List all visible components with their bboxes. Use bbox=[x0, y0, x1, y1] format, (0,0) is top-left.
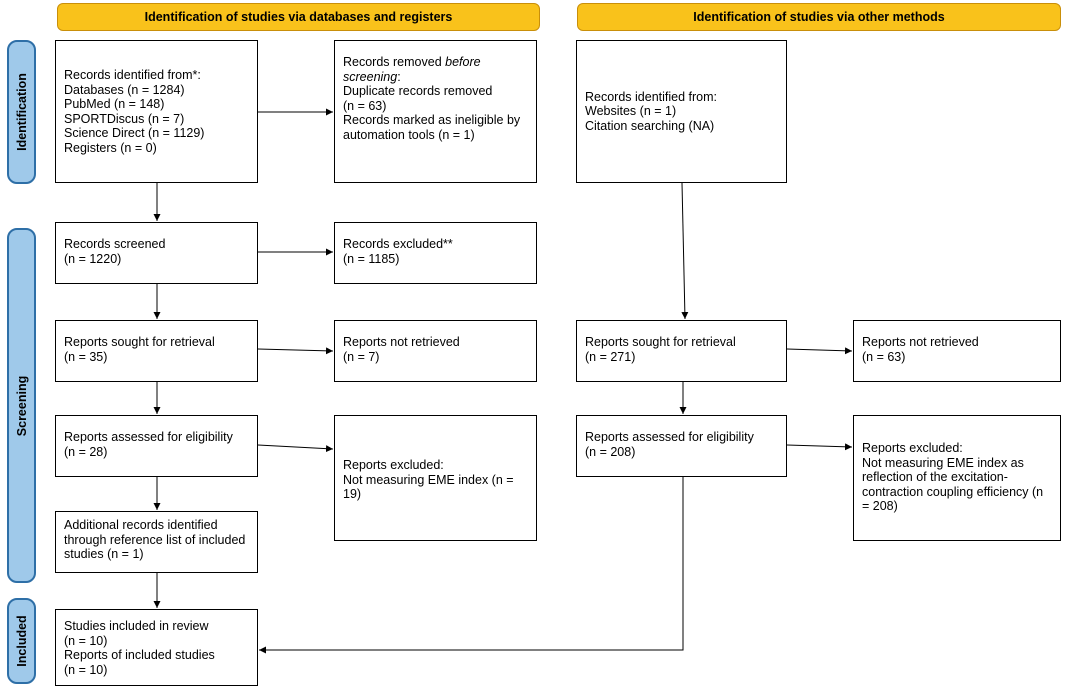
text-fragment-italic: screening bbox=[343, 69, 398, 84]
header-databases: Identification of studies via databases … bbox=[57, 3, 540, 31]
text-line: contraction coupling efficiency (n bbox=[862, 484, 1044, 499]
text-line: SPORTDiscus (n = 7) bbox=[64, 111, 185, 126]
box-studies-included: Studies included in review (n = 10) Repo… bbox=[55, 609, 258, 686]
text-line: Records excluded** bbox=[343, 237, 453, 251]
text-line: (n = 28) bbox=[64, 444, 108, 459]
text-line: Reports excluded: bbox=[343, 458, 444, 472]
text-line: Reports sought for retrieval bbox=[64, 335, 215, 349]
phase-screening: Screening bbox=[7, 228, 36, 583]
box-reports-not-retrieved-other: Reports not retrieved (n = 63) bbox=[853, 320, 1061, 382]
text-line: = 208) bbox=[862, 499, 898, 513]
text-line: (n = 1220) bbox=[64, 251, 122, 266]
text-line: Records removed before bbox=[343, 55, 530, 70]
text-line: (n = 271) bbox=[585, 349, 636, 364]
text-line: Reports assessed for eligibility bbox=[64, 430, 233, 444]
text-line: Reports of included studies bbox=[64, 648, 215, 662]
arrow-assessed-to-excluded bbox=[257, 444, 334, 453]
text-line: Duplicate records removed bbox=[343, 84, 493, 98]
box-records-excluded: Records excluded** (n = 1185) bbox=[334, 222, 537, 284]
box-reports-excluded-other: Reports excluded: Not measuring EME inde… bbox=[853, 415, 1061, 541]
text-line: (n = 10) bbox=[64, 662, 108, 677]
box-other-identified: Records identified from: Websites (n = 1… bbox=[576, 40, 787, 183]
text-line: Science Direct (n = 1129) bbox=[64, 126, 205, 140]
arrow-other-to-sought bbox=[681, 182, 689, 320]
text-line: (n = 208) bbox=[585, 444, 636, 459]
text-line: (n = 1185) bbox=[343, 251, 400, 266]
text-line: Reports not retrieved bbox=[343, 335, 460, 349]
text-line: Records screened bbox=[64, 237, 166, 251]
text-line: (n = 35) bbox=[64, 349, 108, 364]
text-line: Reports assessed for eligibility bbox=[585, 430, 754, 444]
text-line: (n = 63) bbox=[343, 98, 387, 113]
text-line: PubMed (n = 148) bbox=[64, 97, 165, 111]
box-reports-sought-other: Reports sought for retrieval (n = 271) bbox=[576, 320, 787, 382]
box-reports-assessed-db: Reports assessed for eligibility (n = 28… bbox=[55, 415, 258, 477]
text-fragment: Records removed bbox=[343, 55, 446, 69]
text-line: through reference list of included bbox=[64, 532, 246, 547]
text-line: Websites (n = 1) bbox=[585, 104, 677, 119]
arrow-other-sought-to-not-retrieved bbox=[786, 347, 853, 355]
text-line: Reports not retrieved bbox=[862, 335, 979, 349]
arrow-sought-to-not-retrieved bbox=[257, 347, 334, 355]
text-fragment-italic: before bbox=[445, 55, 481, 69]
text-line: 19) bbox=[343, 487, 362, 501]
box-reports-not-retrieved-db: Reports not retrieved (n = 7) bbox=[334, 320, 537, 382]
phase-included: Included bbox=[7, 598, 36, 684]
box-reports-assessed-other: Reports assessed for eligibility (n = 20… bbox=[576, 415, 787, 477]
arrow-other-assessed-to-excluded bbox=[786, 443, 853, 451]
box-additional-records: Additional records identified through re… bbox=[55, 511, 258, 573]
text-line: Studies included in review bbox=[64, 619, 209, 633]
text-line: Registers (n = 0) bbox=[64, 140, 157, 155]
phase-identification: Identification bbox=[7, 40, 36, 184]
text-line: (n = 63) bbox=[862, 349, 906, 364]
text-line: automation tools (n = 1) bbox=[343, 127, 475, 142]
box-records-screened: Records screened (n = 1220) bbox=[55, 222, 258, 284]
text-line: Additional records identified bbox=[64, 518, 218, 532]
text-line: reflection of the excitation- bbox=[862, 470, 1008, 484]
text-line: Databases (n = 1284) bbox=[64, 82, 185, 97]
text-line: screening: bbox=[343, 70, 530, 85]
box-records-removed: Records removed before screening: Duplic… bbox=[334, 40, 537, 183]
text-line: Records identified from*: bbox=[64, 68, 201, 82]
text-line: Records identified from: bbox=[585, 89, 718, 104]
text-line: studies (n = 1) bbox=[64, 547, 144, 561]
text-fragment: : bbox=[397, 69, 401, 84]
box-records-identified: Records identified from*: Databases (n =… bbox=[55, 40, 258, 183]
header-other-methods: Identification of studies via other meth… bbox=[577, 3, 1061, 31]
text-line: Records marked as ineligible by bbox=[343, 113, 521, 127]
arrow-other-assessed-to-included bbox=[259, 477, 684, 654]
box-reports-excluded-db: Reports excluded: Not measuring EME inde… bbox=[334, 415, 537, 541]
text-line: Not measuring EME index (n = bbox=[343, 472, 514, 487]
text-line: Not measuring EME index as bbox=[862, 455, 1024, 470]
text-line: (n = 7) bbox=[343, 349, 380, 364]
text-line: (n = 10) bbox=[64, 633, 108, 648]
text-line: Reports excluded: bbox=[862, 441, 963, 455]
text-line: Citation searching (NA) bbox=[585, 118, 715, 133]
text-line: Reports sought for retrieval bbox=[585, 335, 736, 349]
box-reports-sought-db: Reports sought for retrieval (n = 35) bbox=[55, 320, 258, 382]
